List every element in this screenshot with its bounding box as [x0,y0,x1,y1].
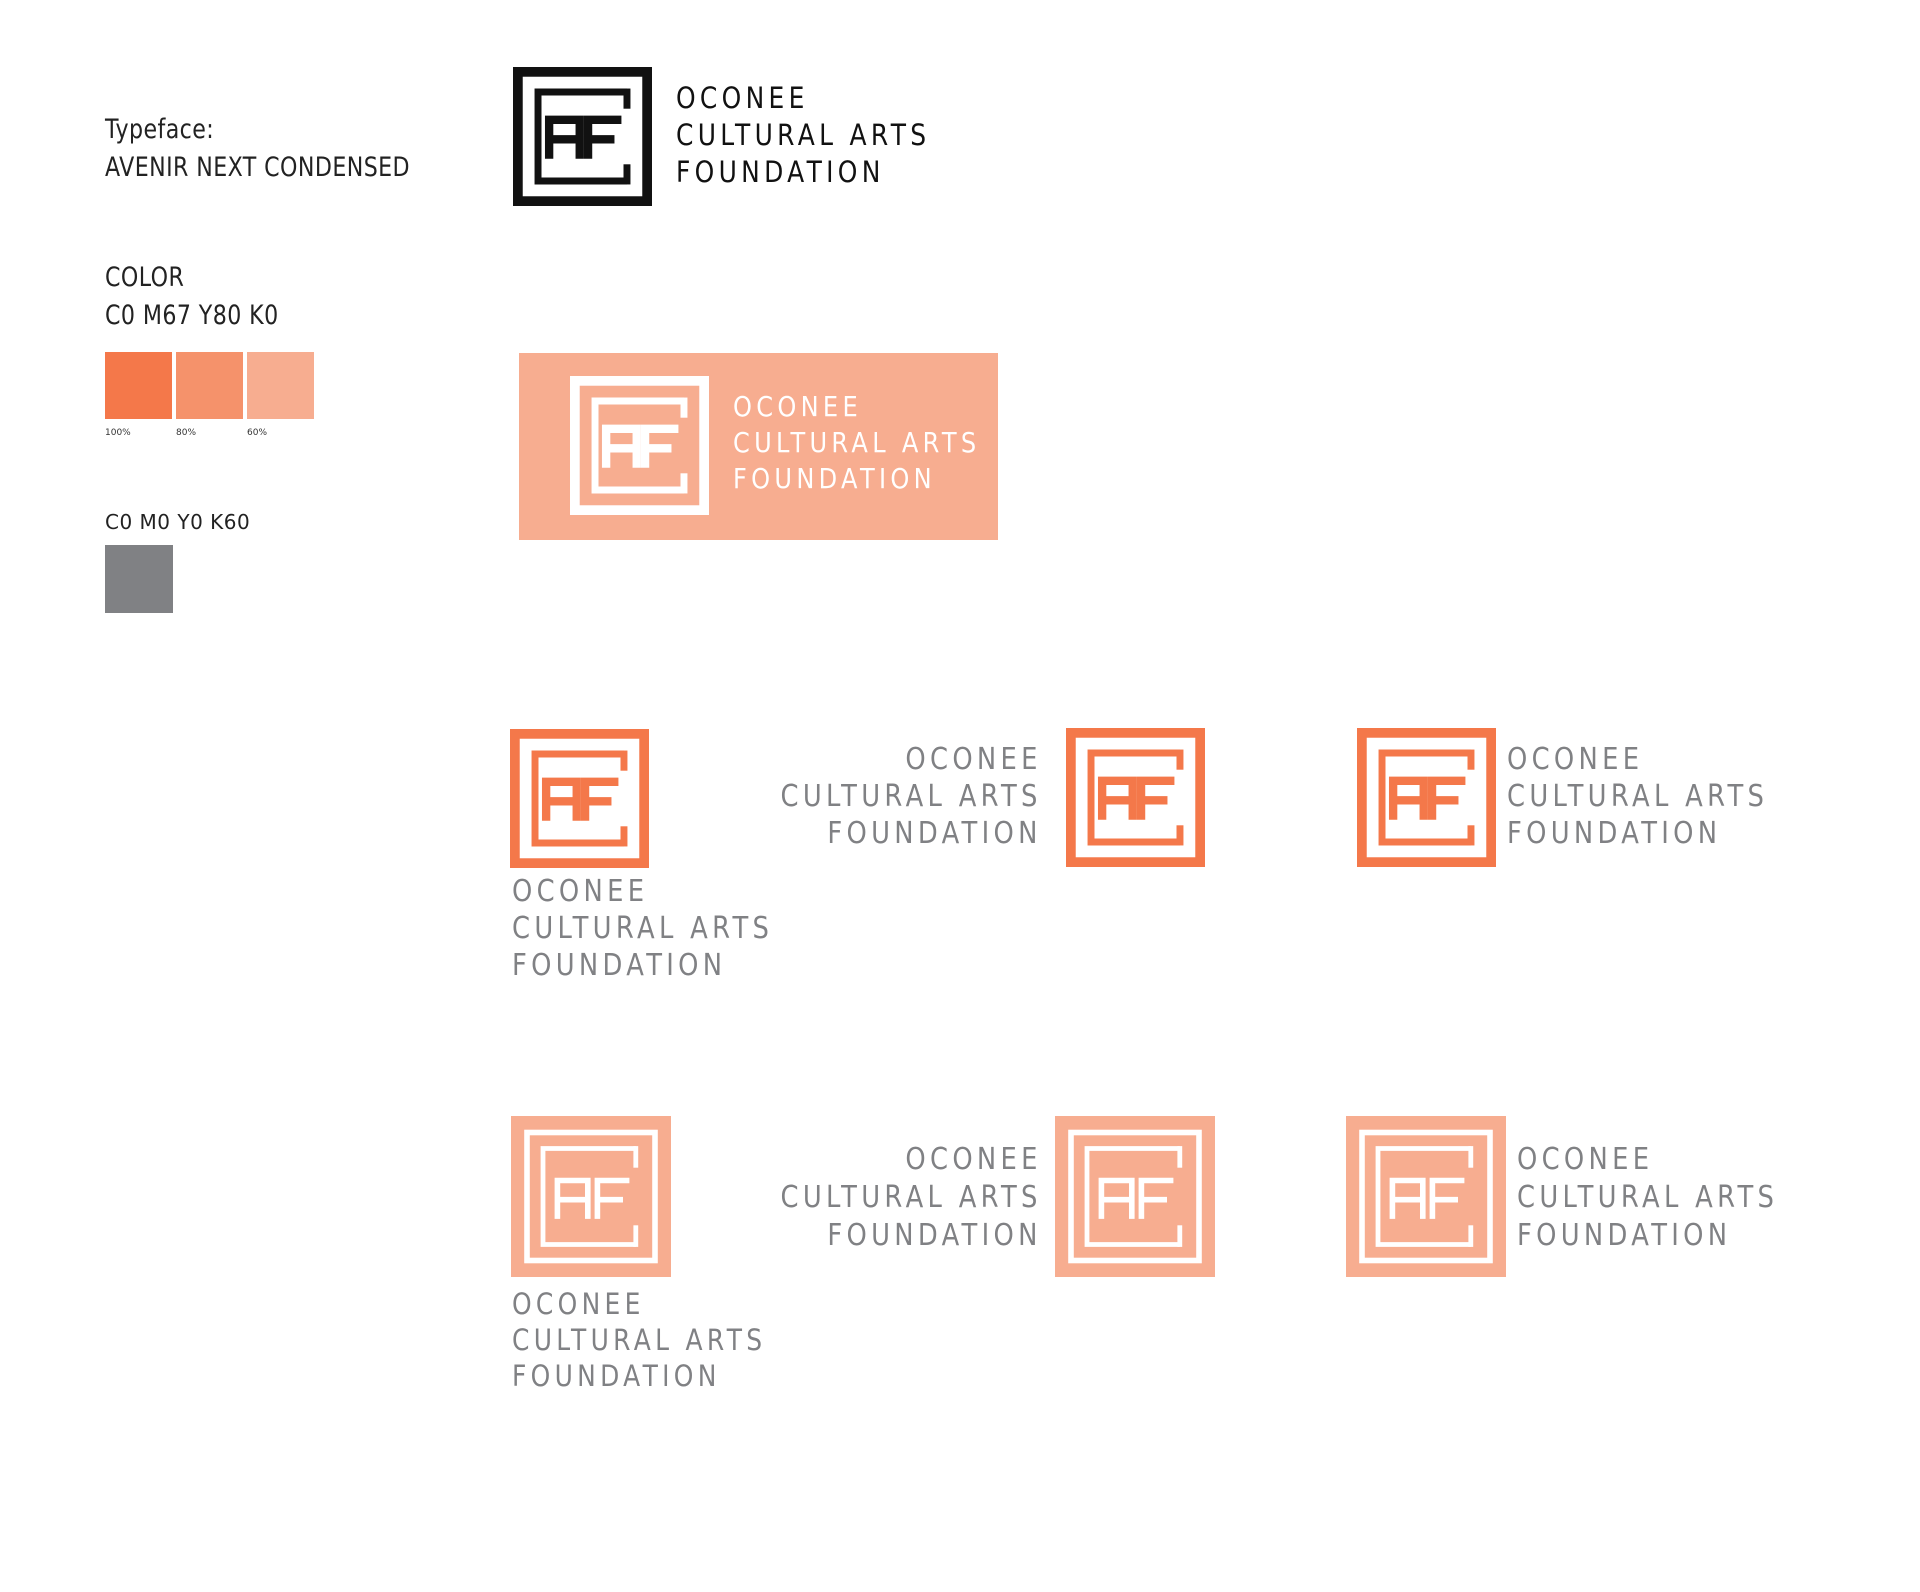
wordmark-line-3: FOUNDATION [1507,816,1722,851]
af-monogram-icon [1055,1116,1215,1277]
wordmark: OCONEE CULTURAL ARTS FOUNDATION [733,393,1021,501]
wordmark-line-3: FOUNDATION [676,155,885,189]
swatch-100 [105,352,172,419]
af-monogram-icon [510,729,649,868]
wordmark: OCONEE CULTURAL ARTS FOUNDATION [738,1145,1042,1259]
wordmark: OCONEE CULTURAL ARTS FOUNDATION [512,877,816,988]
wordmark-line-2: CULTURAL ARTS [512,911,774,946]
secondary-cmyk: C0 M0 Y0 K60 [105,510,251,534]
swatch-60-label: 60% [247,428,268,438]
color-label: COLOR [105,262,185,293]
primary-cmyk: C0 M67 Y80 K0 [105,300,279,331]
wordmark-line-1: OCONEE [512,1287,645,1321]
wordmark-line-3: FOUNDATION [1517,1218,1732,1253]
wordmark-line-3: FOUNDATION [733,462,936,495]
wordmark-line-2: CULTURAL ARTS [676,118,931,152]
wordmark-line-2: CULTURAL ARTS [1507,779,1769,814]
af-monogram-icon [1357,728,1496,867]
swatch-60 [247,352,314,419]
wordmark-line-1: OCONEE [733,390,862,423]
wordmark-line-3: FOUNDATION [827,1218,1042,1253]
wordmark-line-2: CULTURAL ARTS [780,779,1042,814]
af-monogram-icon [570,376,709,515]
wordmark-line-2: CULTURAL ARTS [780,1180,1042,1215]
wordmark-line-1: OCONEE [1507,742,1644,777]
wordmark: OCONEE CULTURAL ARTS FOUNDATION [512,1290,808,1398]
typeface-label: Typeface: [105,114,215,145]
swatch-gray [105,545,173,613]
wordmark-line-1: OCONEE [905,1142,1042,1177]
swatch-80 [176,352,243,419]
wordmark-line-1: OCONEE [1517,1142,1654,1177]
wordmark-line-2: CULTURAL ARTS [733,426,981,459]
wordmark-line-1: OCONEE [905,742,1042,777]
af-monogram-icon [1066,728,1205,867]
swatch-100-label: 100% [105,428,131,438]
wordmark-line-3: FOUNDATION [512,1359,721,1393]
swatch-80-label: 80% [176,428,197,438]
typeface-name: AVENIR NEXT CONDENSED [105,152,411,183]
wordmark-line-2: CULTURAL ARTS [512,1323,767,1357]
wordmark-line-3: FOUNDATION [827,816,1042,851]
wordmark: OCONEE CULTURAL ARTS FOUNDATION [738,745,1042,856]
wordmark-line-2: CULTURAL ARTS [1517,1180,1779,1215]
af-monogram-icon [513,67,652,206]
wordmark-line-3: FOUNDATION [512,948,727,983]
wordmark: OCONEE CULTURAL ARTS FOUNDATION [1507,745,1811,856]
af-monogram-icon [511,1116,671,1277]
af-monogram-icon [1346,1116,1506,1277]
wordmark: OCONEE CULTURAL ARTS FOUNDATION [1517,1145,1821,1259]
logo-background-tile [1055,1116,1215,1277]
wordmark-line-1: OCONEE [512,874,649,909]
logo-background-tile [511,1116,671,1277]
wordmark-line-1: OCONEE [676,81,809,115]
logo-background-tile [1346,1116,1506,1277]
wordmark: OCONEE CULTURAL ARTS FOUNDATION [676,84,972,195]
